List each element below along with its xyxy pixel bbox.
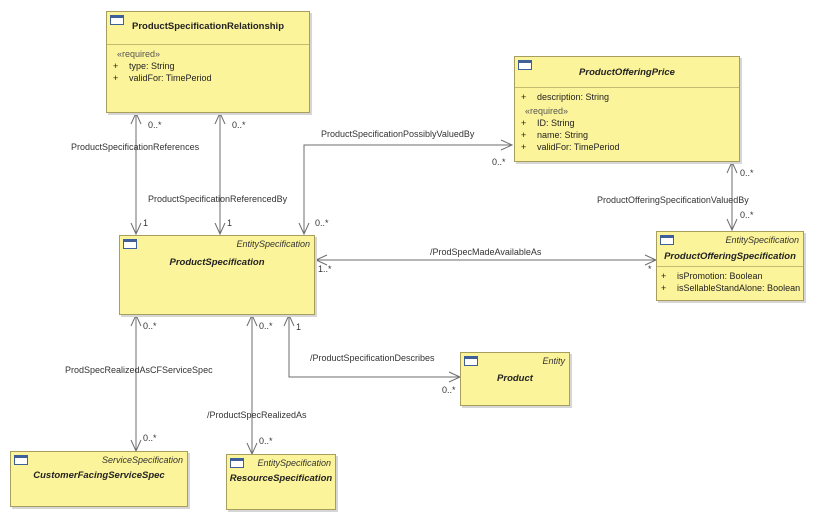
label-product-specification-describes: /ProductSpecificationDescribes — [310, 353, 435, 363]
class-icon — [14, 455, 28, 465]
class-stereotype: Entity — [542, 356, 565, 366]
class-name: ProductOfferingPrice — [579, 67, 675, 78]
mult-describes-product: 0..* — [442, 385, 456, 395]
class-name: ResourceSpecification — [229, 473, 333, 484]
mult-offering-valued-by-bottom: 0..* — [740, 210, 754, 220]
class-name: ProductSpecificationRelationship — [131, 21, 285, 32]
mult-offering-valued-by-top: 0..* — [740, 168, 754, 178]
class-stereotype: EntitySpecification — [725, 235, 799, 245]
required-stereotype: «required» — [117, 49, 161, 59]
attribute-row: +validFor: TimePeriod — [113, 73, 212, 83]
class-icon — [110, 15, 124, 25]
mult-realized-as-cfs-bottom: 0..* — [143, 433, 157, 443]
required-stereotype: «required» — [525, 106, 569, 116]
attribute-row: +isPromotion: Boolean — [661, 271, 763, 281]
class-icon — [464, 356, 478, 366]
class-stereotype: ServiceSpecification — [101, 455, 183, 465]
class-resource-specification[interactable]: EntitySpecification ResourceSpecificatio… — [226, 454, 336, 510]
label-product-specification-possibly-valued-by: ProductSpecificationPossiblyValuedBy — [321, 129, 475, 139]
mult-made-available-as-pos: * — [648, 264, 652, 274]
mult-references-bottom: 1 — [143, 218, 148, 228]
label-prod-spec-realized-as-cf-service-spec: ProdSpecRealizedAsCFServiceSpec — [65, 365, 213, 375]
assoc-product-specification-referenced-by[interactable]: ProductSpecificationReferencedBy 0..* 1 — [148, 111, 288, 236]
class-stereotype: EntitySpecification — [257, 458, 331, 468]
assoc-product-spec-realized-as[interactable]: /ProductSpecRealizedAs 0..* 0..* — [207, 313, 307, 456]
attribute-row: +isSellableStandAlone: Boolean — [661, 283, 801, 293]
mult-made-available-as-ps: 1..* — [318, 264, 332, 274]
class-name: ProductOfferingSpecification — [664, 251, 796, 262]
class-icon — [660, 235, 674, 245]
assoc-prod-spec-made-available-as[interactable]: /ProdSpecMadeAvailableAs 1..* * — [314, 247, 658, 274]
class-product-offering-price[interactable]: ProductOfferingPrice +description: Strin… — [514, 56, 740, 162]
attribute-row: +description: String — [521, 92, 610, 102]
label-product-specification-referenced-by: ProductSpecificationReferencedBy — [148, 194, 288, 204]
class-name: CustomerFacingServiceSpec — [33, 470, 165, 481]
mult-realized-as-bottom: 0..* — [259, 436, 273, 446]
mult-referenced-by-top: 0..* — [232, 120, 246, 130]
class-product[interactable]: Entity Product — [460, 352, 570, 406]
mult-describes-ps: 1 — [296, 322, 301, 332]
label-prod-spec-made-available-as: /ProdSpecMadeAvailableAs — [430, 247, 542, 257]
attribute-row: +validFor: TimePeriod — [521, 142, 620, 152]
assoc-product-specification-references[interactable]: ProductSpecificationReferences 0..* 1 — [71, 111, 200, 236]
mult-possibly-valued-by-ps: 0..* — [315, 218, 329, 228]
class-product-specification-relationship[interactable]: ProductSpecificationRelationship «requir… — [106, 11, 310, 113]
class-name: Product — [497, 373, 533, 384]
assoc-prod-spec-realized-as-cf-service-spec[interactable]: ProdSpecRealizedAsCFServiceSpec 0..* 0..… — [65, 313, 213, 453]
mult-realized-as-cfs-top: 0..* — [143, 321, 157, 331]
label-product-offering-specification-valued-by: ProductOfferingSpecificationValuedBy — [597, 195, 749, 205]
class-icon — [518, 60, 532, 70]
mult-referenced-by-bottom: 1 — [227, 218, 232, 228]
assoc-product-specification-possibly-valued-by[interactable]: ProductSpecificationPossiblyValuedBy 0..… — [298, 129, 514, 236]
label-product-specification-references: ProductSpecificationReferences — [71, 142, 200, 152]
assoc-product-offering-specification-valued-by[interactable]: ProductOfferingSpecificationValuedBy 0..… — [597, 160, 754, 232]
assoc-product-specification-describes[interactable]: /ProductSpecificationDescribes 1 0..* — [283, 313, 462, 395]
class-icon — [123, 239, 137, 249]
class-icon — [230, 458, 244, 468]
attribute-row: +type: String — [113, 61, 175, 71]
mult-possibly-valued-by-pop: 0..* — [492, 157, 506, 167]
attribute-row: +ID: String — [521, 118, 575, 128]
mult-references-top: 0..* — [148, 120, 162, 130]
label-product-spec-realized-as: /ProductSpecRealizedAs — [207, 410, 307, 420]
class-product-specification[interactable]: EntitySpecification ProductSpecification — [119, 235, 315, 315]
class-name: ProductSpecification — [169, 257, 265, 268]
class-stereotype: EntitySpecification — [236, 239, 310, 249]
class-product-offering-specification[interactable]: EntitySpecification ProductOfferingSpeci… — [656, 231, 804, 301]
class-customer-facing-service-spec[interactable]: ServiceSpecification CustomerFacingServi… — [10, 451, 188, 507]
mult-realized-as-top: 0..* — [259, 321, 273, 331]
attribute-row: +name: String — [521, 130, 589, 140]
